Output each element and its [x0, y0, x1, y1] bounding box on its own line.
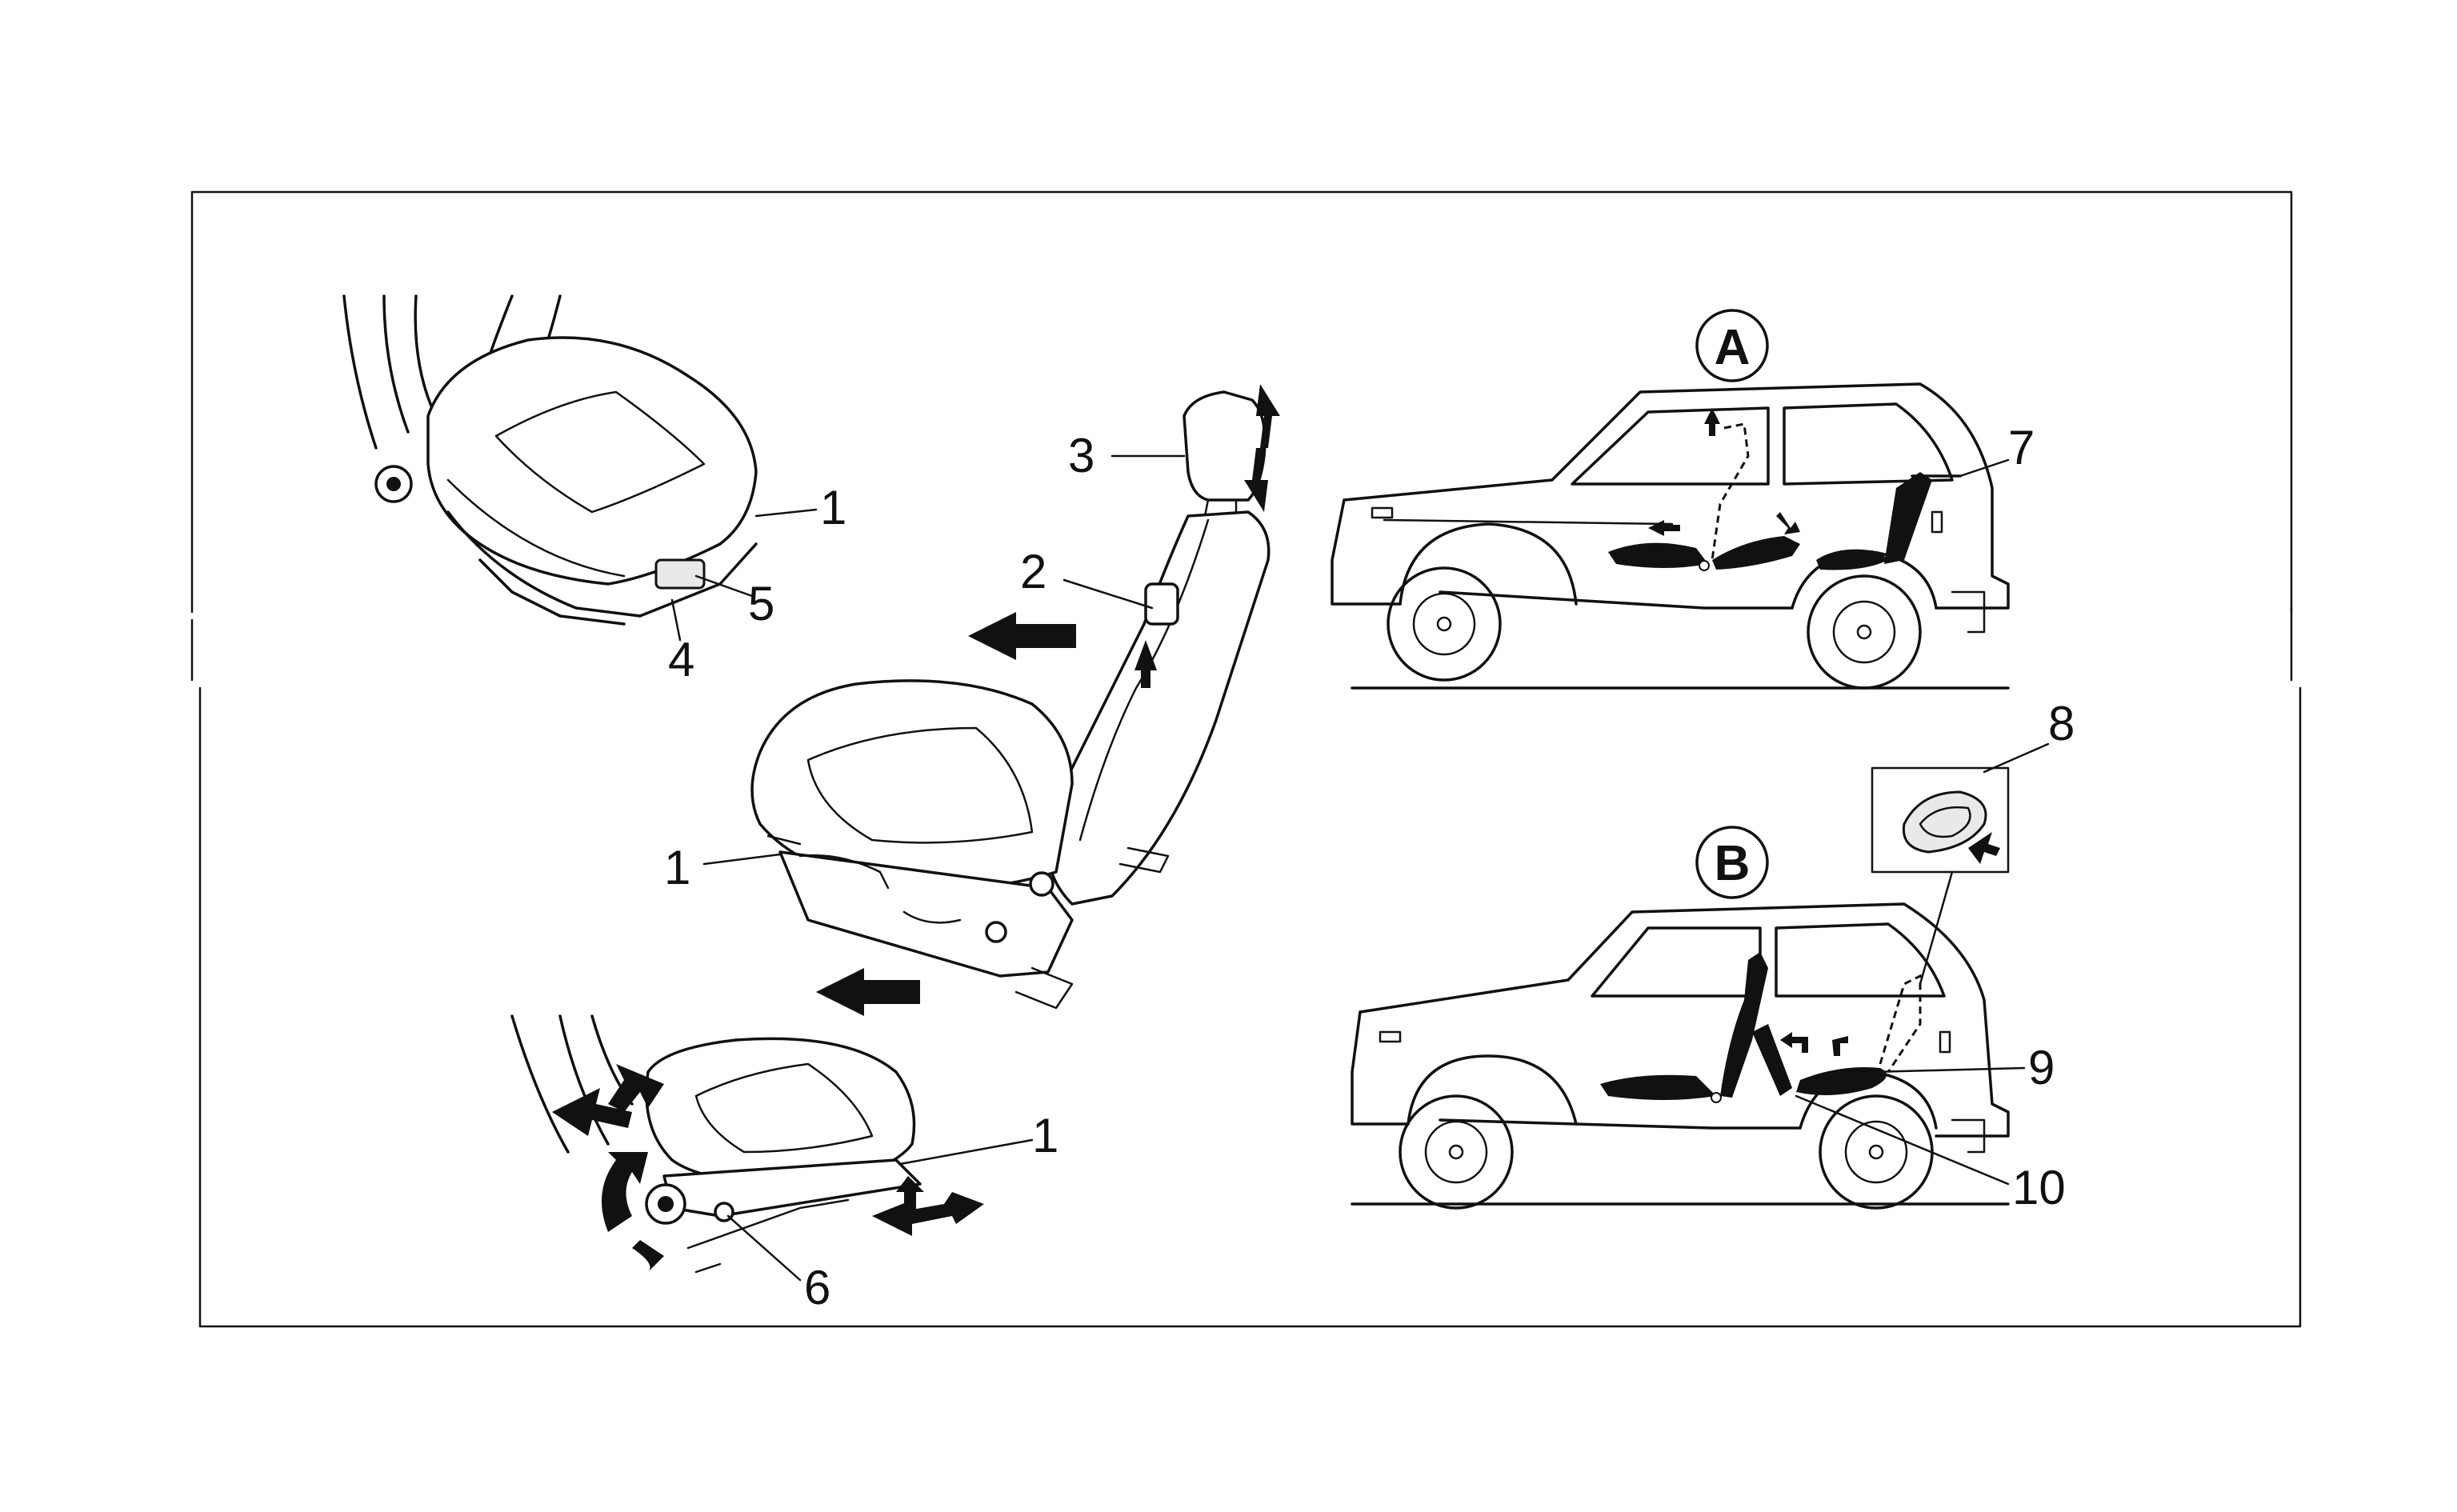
wheel-icon	[1791, 550, 1938, 690]
seat-main-view: 3 2 1	[664, 384, 1280, 1016]
callout-5: 5	[748, 577, 774, 630]
callout-6: 6	[804, 1261, 830, 1314]
move-arrow-icon	[816, 612, 1076, 1016]
car-side-icon	[1351, 902, 2010, 1154]
release-handle-icon	[1968, 832, 2000, 864]
car-side-icon	[1331, 382, 2010, 634]
belt-guide-icon	[1134, 582, 1179, 688]
svg-text:A: A	[1715, 320, 1751, 375]
callout-4: 4	[668, 633, 694, 686]
callout-9: 9	[2028, 1041, 2055, 1094]
callout-3: 3	[1068, 429, 1094, 482]
folded-seat-icon	[1600, 952, 1922, 1103]
seat-rail-icon	[446, 510, 758, 626]
view-tag-b: B	[1695, 826, 1769, 899]
callout-2: 2	[1020, 545, 1046, 598]
recline-knob-icon	[374, 465, 413, 503]
wheel-icon	[1399, 1054, 1578, 1210]
wheel-icon	[1387, 522, 1578, 682]
seat-cushion-icon	[750, 679, 1074, 892]
move-arrow-icon	[552, 1064, 984, 1272]
car-b-view: B	[1351, 697, 2075, 1214]
svg-text:B: B	[1715, 836, 1751, 891]
seat-cushion-icon	[426, 336, 758, 586]
callout-1-main: 1	[664, 841, 690, 894]
seat-bottom-view: 1 6	[510, 1014, 1058, 1314]
seat-rail-icon	[766, 834, 1170, 1010]
callout-8: 8	[2048, 697, 2075, 750]
seat-backrest-icon	[1046, 510, 1271, 906]
car-a-view: A	[1331, 309, 2035, 690]
callout-7: 7	[2008, 421, 2035, 474]
view-tag-a: A	[1695, 309, 1769, 382]
folded-seat-icon	[1608, 408, 1932, 571]
callout-1-top: 1	[820, 481, 846, 534]
callout-1-bottom: 1	[1032, 1109, 1058, 1162]
headrest-height-arrows	[1244, 384, 1280, 512]
callout-10: 10	[2012, 1161, 2066, 1214]
headrest-icon	[1182, 390, 1267, 522]
seat-backrest-icon	[510, 1014, 634, 1154]
diagram-frame	[190, 190, 2302, 1328]
seat-top-view: 1 5 4	[342, 294, 846, 686]
seat-cushion-icon	[645, 1037, 916, 1186]
seat-base-icon	[778, 850, 1074, 978]
release-handle-inset	[1871, 766, 2010, 986]
